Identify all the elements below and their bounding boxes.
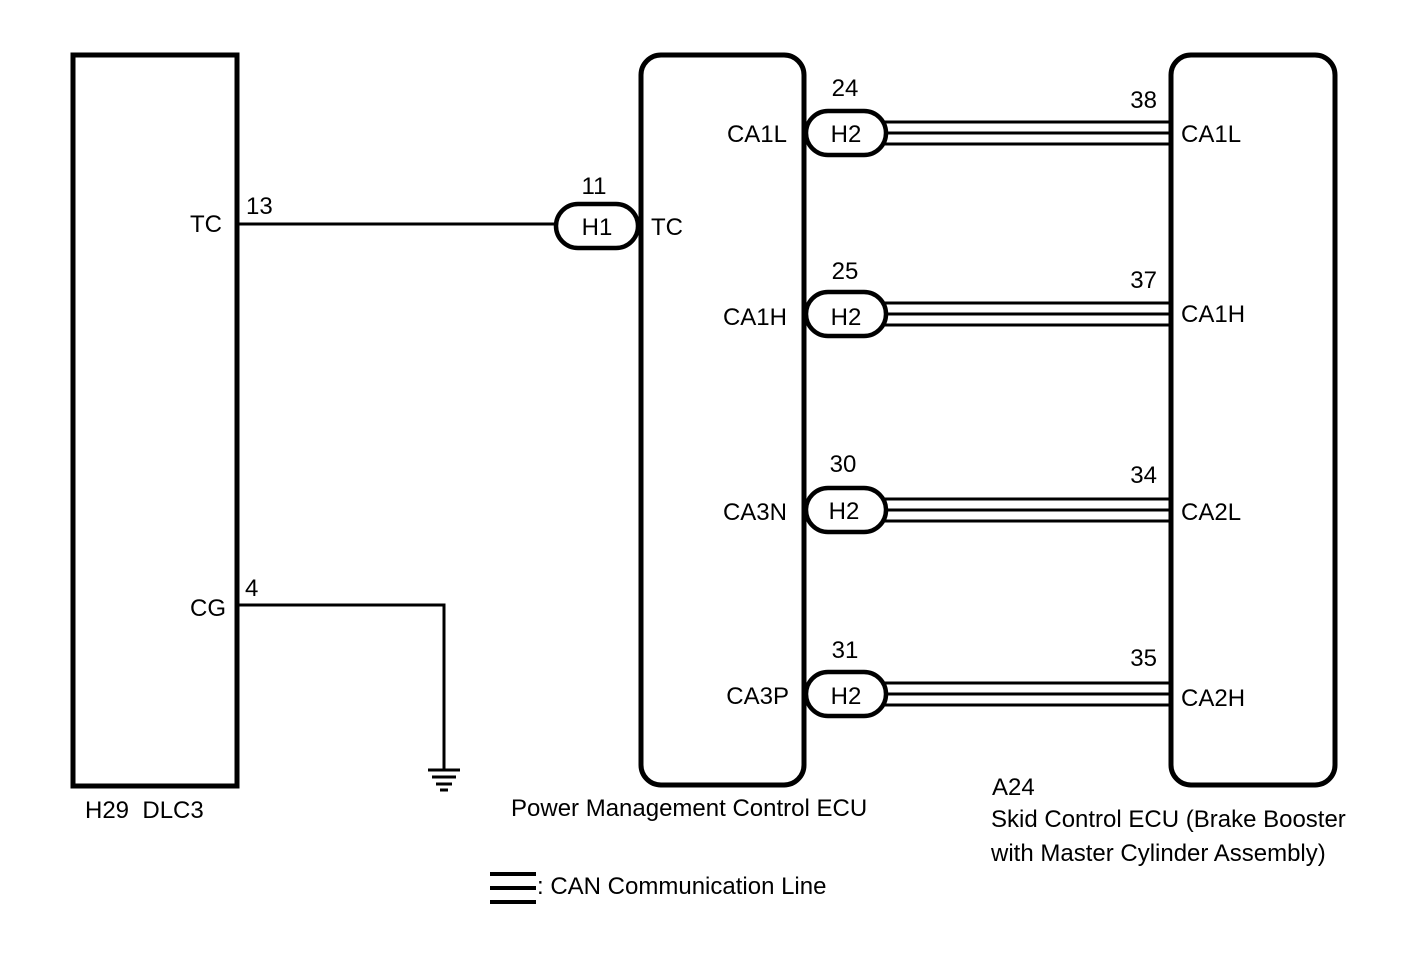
h2-connector-label: H2 bbox=[831, 304, 862, 331]
dlc3-tc-pin: 13 bbox=[246, 193, 273, 220]
skid-terminal-pin: 34 bbox=[1130, 462, 1157, 489]
pm-terminal-pin: 24 bbox=[832, 75, 859, 102]
skid-terminal-pin: 35 bbox=[1130, 645, 1157, 672]
h1-connector-label: H1 bbox=[582, 214, 613, 241]
h2-connector bbox=[803, 289, 889, 339]
skid-terminal-label: CA2H bbox=[1181, 685, 1245, 712]
pm-terminal-label: CA1L bbox=[727, 121, 787, 148]
skid-terminal-label: CA2L bbox=[1181, 499, 1241, 526]
skid-terminal-label: CA1H bbox=[1181, 301, 1245, 328]
skid-ecu-box bbox=[1168, 52, 1338, 788]
can-row: CA1L 24 H2 38 CA1L bbox=[727, 75, 1241, 158]
skid-terminal-label: CA1L bbox=[1181, 121, 1241, 148]
h2-connector bbox=[803, 485, 889, 535]
can-line bbox=[884, 301, 1171, 327]
h1-connector bbox=[553, 201, 641, 251]
skid-terminal-pin: 37 bbox=[1130, 267, 1157, 294]
can-line bbox=[884, 497, 1171, 523]
can-line-legend-icon bbox=[490, 872, 536, 904]
pm-tc-label: TC bbox=[651, 214, 683, 241]
dlc3-name: H29 DLC3 bbox=[85, 797, 204, 824]
skid-terminal-pin: 38 bbox=[1130, 87, 1157, 114]
legend-text: : CAN Communication Line bbox=[537, 873, 826, 900]
can-row: CA3N 30 H2 34 CA2L bbox=[723, 451, 1241, 535]
pm-tc-pin: 11 bbox=[582, 173, 607, 200]
pm-terminal-pin: 30 bbox=[830, 451, 857, 478]
can-row: CA1H 25 H2 37 CA1H bbox=[723, 258, 1245, 339]
pm-ecu-name: Power Management Control ECU bbox=[511, 795, 867, 822]
h2-connector bbox=[803, 669, 889, 719]
skid-ecu-name-line1: Skid Control ECU (Brake Booster bbox=[991, 806, 1346, 833]
can-row: CA3P 31 H2 35 CA2H bbox=[726, 637, 1245, 719]
can-line bbox=[884, 681, 1171, 707]
pm-terminal-label: CA1H bbox=[723, 304, 787, 331]
dlc3-box bbox=[70, 52, 240, 789]
h2-connector-label: H2 bbox=[829, 498, 860, 525]
h2-connector bbox=[803, 108, 889, 158]
dlc3-cg-pin: 4 bbox=[245, 575, 258, 602]
h2-connector-label: H2 bbox=[831, 121, 862, 148]
pm-terminal-label: CA3P bbox=[726, 683, 789, 710]
skid-ecu-code: A24 bbox=[992, 774, 1035, 801]
pm-ecu-box bbox=[638, 52, 807, 788]
ground-icon bbox=[428, 768, 460, 792]
cg-wire bbox=[237, 603, 446, 770]
legend: : CAN Communication Line bbox=[490, 872, 826, 904]
dlc3-tc-label: TC bbox=[190, 211, 222, 238]
h2-connector-label: H2 bbox=[831, 683, 862, 710]
pm-terminal-pin: 25 bbox=[832, 258, 859, 285]
pm-terminal-pin: 31 bbox=[832, 637, 859, 664]
pm-terminal-label: CA3N bbox=[723, 499, 787, 526]
can-line bbox=[884, 120, 1171, 146]
dlc3-cg-label: CG bbox=[190, 595, 226, 622]
skid-ecu-name-line2: with Master Cylinder Assembly) bbox=[990, 840, 1326, 867]
